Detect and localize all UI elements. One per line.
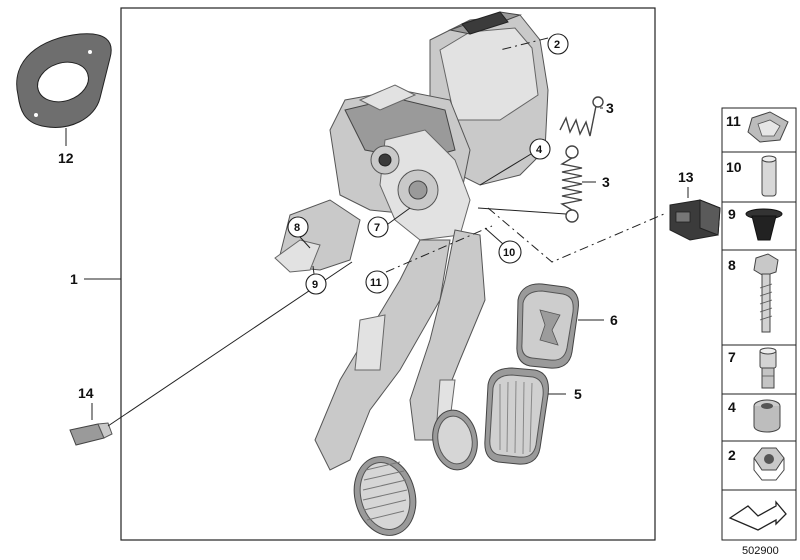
callout-13: 13 bbox=[678, 169, 694, 185]
callout-5: 5 bbox=[574, 386, 582, 402]
clip-icon bbox=[747, 111, 789, 143]
assembly-frame bbox=[120, 7, 656, 541]
legend-label-8: 8 bbox=[728, 257, 736, 273]
pedal-pad-6-icon bbox=[516, 283, 579, 369]
svg-text:9: 9 bbox=[312, 279, 318, 291]
sensor-13-icon bbox=[669, 199, 721, 241]
svg-text:2: 2 bbox=[554, 39, 560, 51]
callout-11: 11 bbox=[365, 270, 389, 294]
bushing-icon bbox=[753, 399, 781, 433]
pin-icon bbox=[761, 155, 777, 197]
spring-lower-icon bbox=[560, 145, 583, 223]
pedal-arms bbox=[314, 229, 486, 536]
svg-text:10: 10 bbox=[503, 247, 515, 259]
legend-label-4: 4 bbox=[728, 399, 736, 415]
callout-3-upper: 3 bbox=[606, 100, 614, 116]
svg-text:4: 4 bbox=[536, 144, 543, 156]
callout-10: 10 bbox=[498, 240, 522, 264]
legend-label-10: 10 bbox=[726, 159, 742, 175]
gasket-icon bbox=[16, 33, 112, 128]
legend-label-7: 7 bbox=[728, 349, 736, 365]
callout-3-lower: 3 bbox=[602, 174, 610, 190]
callout-6: 6 bbox=[610, 312, 618, 328]
legend-label-11: 11 bbox=[726, 113, 741, 129]
callout-1: 1 bbox=[70, 271, 78, 287]
pedal-pad-5-icon bbox=[484, 367, 549, 465]
switch-14-icon bbox=[69, 422, 113, 446]
callout-4: 4 bbox=[529, 138, 551, 160]
legend-label-2: 2 bbox=[728, 447, 736, 463]
svg-text:8: 8 bbox=[294, 222, 300, 234]
pedal-bracket bbox=[274, 11, 549, 273]
callout-9: 9 bbox=[305, 273, 327, 295]
continue-arrow-icon bbox=[728, 500, 787, 531]
diagram-number: 502900 bbox=[742, 545, 779, 557]
screw-icon bbox=[753, 253, 779, 333]
legend-label-9: 9 bbox=[728, 206, 736, 222]
svg-text:7: 7 bbox=[374, 222, 380, 234]
spring-upper-icon bbox=[559, 96, 604, 137]
callout-8: 8 bbox=[287, 216, 309, 238]
hex-nut-icon bbox=[753, 447, 785, 481]
callout-7: 7 bbox=[367, 216, 389, 238]
grommet-icon bbox=[745, 208, 783, 241]
bolt-icon bbox=[759, 347, 777, 389]
svg-text:11: 11 bbox=[370, 277, 382, 289]
callout-14: 14 bbox=[78, 385, 94, 401]
callout-2: 2 bbox=[547, 33, 569, 55]
pedal-pad-grip bbox=[362, 461, 408, 521]
callout-12: 12 bbox=[58, 150, 74, 166]
